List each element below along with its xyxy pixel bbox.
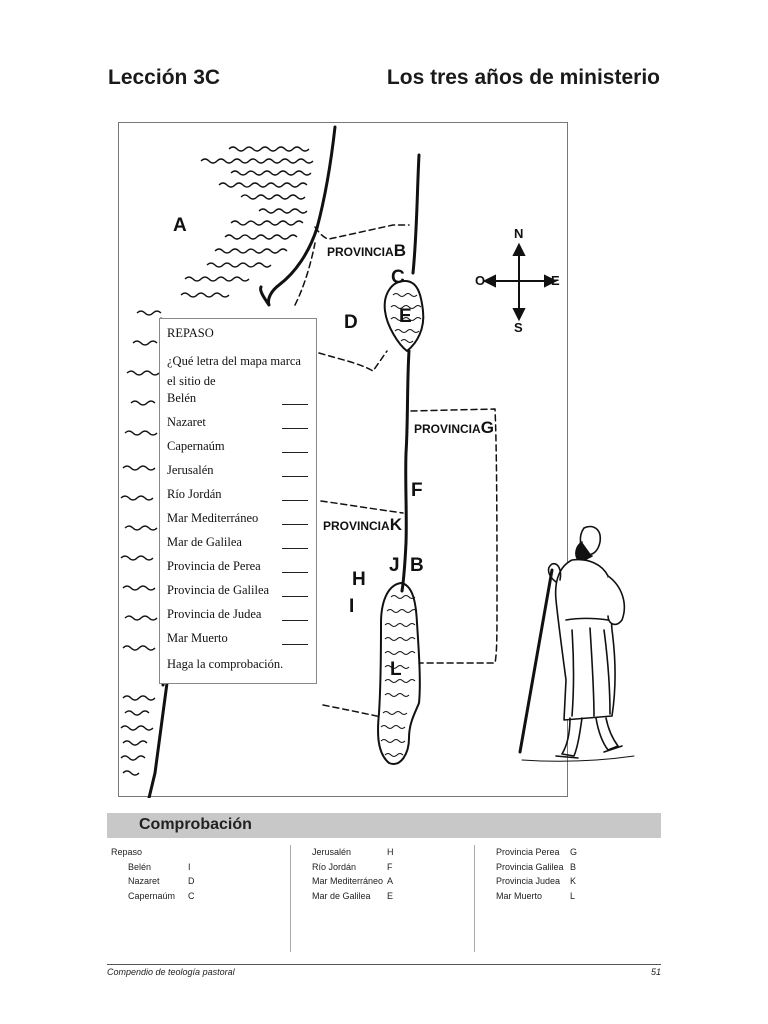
map-label-f: F	[411, 480, 423, 501]
answer-blank[interactable]	[282, 572, 308, 573]
map-label-province-b: PROVINCIAB	[327, 242, 406, 259]
province-text: PROVINCIA	[323, 519, 390, 533]
compass-west: O	[475, 273, 486, 288]
province-letter: G	[480, 418, 494, 437]
map-label-b-lower: B	[410, 555, 424, 576]
check-section-header: Comprobación	[107, 813, 661, 838]
compass-north: N	[514, 226, 524, 241]
map-label-a: A	[173, 215, 187, 236]
answer-blank[interactable]	[282, 644, 308, 645]
review-item-label: Río Jordán	[167, 487, 222, 501]
review-heading: REPASO	[167, 326, 214, 340]
answer-blank[interactable]	[282, 476, 308, 477]
answer-blank[interactable]	[282, 596, 308, 597]
footer-book-title: Compendio de teología pastoral	[107, 967, 235, 977]
review-item: Provincia de Judea	[167, 607, 312, 625]
map-label-province-k: PROVINCIAK	[323, 516, 402, 533]
answers-heading: Repaso	[111, 847, 143, 857]
review-item-label: Mar Muerto	[167, 631, 228, 645]
compass-rose	[482, 242, 558, 322]
map-label-j: J	[389, 555, 400, 576]
border-perea	[410, 408, 498, 664]
review-item: Provincia de Perea	[167, 559, 312, 577]
map-label-l: L	[390, 659, 402, 680]
review-item-label: Provincia de Judea	[167, 607, 262, 621]
answer-blank[interactable]	[282, 404, 308, 405]
review-item-label: Jerusalén	[167, 463, 214, 477]
map-label-i: I	[349, 596, 355, 617]
review-item-label: Provincia de Perea	[167, 559, 261, 573]
answer-blank[interactable]	[282, 500, 308, 501]
review-footer: Haga la comprobación.	[167, 657, 284, 671]
answer-blank[interactable]	[282, 548, 308, 549]
compass-south: S	[514, 320, 523, 335]
map-label-province-g: PROVINCIAG	[414, 419, 494, 436]
mediterranean-waves	[120, 146, 314, 776]
check-section-title: Comprobación	[139, 816, 252, 833]
review-item-label: Mar de Galilea	[167, 535, 242, 549]
review-item-label: Mar Mediterráneo	[167, 511, 259, 525]
review-item: Mar de Galilea	[167, 535, 312, 553]
review-item-label: Nazaret	[167, 415, 206, 429]
review-box: REPASO ¿Qué letra del mapa marca el siti…	[159, 318, 317, 684]
lesson-title: Los tres años de ministerio	[386, 66, 660, 89]
review-item: Mar Muerto	[167, 631, 312, 649]
upper-coastline	[259, 125, 337, 307]
answer-blank[interactable]	[282, 452, 308, 453]
review-item-label: Provincia de Galilea	[167, 583, 270, 597]
page-header: Lección 3C Los tres años de ministerio	[108, 66, 660, 100]
review-item: Mar Mediterráneo	[167, 511, 312, 529]
border-galilea-south	[294, 242, 316, 306]
border-judea-north	[320, 500, 404, 514]
review-item: Capernaúm	[167, 439, 312, 457]
map-label-h: H	[352, 569, 366, 590]
review-item: Provincia de Galilea	[167, 583, 312, 601]
review-item-label: Belén	[167, 391, 197, 405]
lesson-number: Lección 3C	[108, 66, 221, 89]
lake-waves	[380, 293, 422, 757]
column-divider	[290, 845, 291, 952]
answer-blank[interactable]	[282, 524, 308, 525]
review-item: Río Jordán	[167, 487, 312, 505]
dead-sea	[377, 582, 421, 765]
review-item: Jerusalén	[167, 463, 312, 481]
review-item: Nazaret	[167, 415, 312, 433]
map-label-c: C	[391, 267, 405, 288]
review-question: ¿Qué letra del mapa marca el sitio de	[167, 354, 301, 388]
border-galilea	[314, 224, 410, 240]
map-label-e: E	[399, 306, 412, 327]
sea-of-galilee	[383, 280, 425, 352]
map-label-d: D	[344, 312, 358, 333]
province-letter: B	[393, 241, 406, 260]
footer-rule	[107, 964, 661, 965]
border-judea-south	[322, 704, 382, 718]
footer-page-number: 51	[650, 967, 661, 977]
answer-blank[interactable]	[282, 428, 308, 429]
province-text: PROVINCIA	[414, 422, 481, 436]
province-text: PROVINCIA	[327, 245, 394, 259]
walking-man-illustration	[518, 525, 635, 762]
border-west-mid	[318, 350, 388, 372]
review-item-label: Capernaúm	[167, 439, 225, 453]
province-letter: K	[389, 515, 402, 534]
column-divider	[474, 845, 475, 952]
review-item: Belén	[167, 391, 312, 409]
answer-blank[interactable]	[282, 620, 308, 621]
compass-east: E	[551, 273, 560, 288]
jordan-river	[400, 153, 421, 593]
